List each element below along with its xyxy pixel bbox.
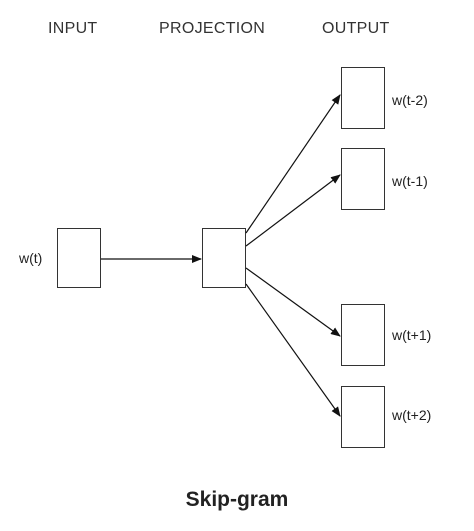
- output-box-t-minus-2: [341, 67, 385, 129]
- diagram-title: Skip-gram: [185, 488, 289, 511]
- output-box-t-plus-1: [341, 304, 385, 366]
- output-word-t-plus-1: w(t+1): [392, 327, 432, 343]
- arrow-projection-to-t-plus-2: [245, 283, 341, 417]
- arrow-projection-to-t-plus-1: [245, 267, 341, 337]
- output-box-t-minus-1: [341, 148, 385, 210]
- output-word-t-minus-2: w(t-2): [392, 92, 428, 108]
- output-word-t-plus-2: w(t+2): [392, 407, 432, 423]
- input-word-label: w(t): [19, 250, 43, 266]
- arrow-projection-to-t-minus-1: [245, 174, 341, 247]
- output-word-t-minus-1: w(t-1): [392, 173, 428, 189]
- output-box-t-plus-2: [341, 386, 385, 448]
- input-box: [57, 228, 101, 288]
- arrow-projection-to-t-minus-2: [245, 94, 341, 234]
- output-header: OUTPUT: [322, 20, 390, 37]
- projection-header: PROJECTION: [159, 20, 266, 37]
- input-header: INPUT: [48, 20, 98, 37]
- projection-box: [202, 228, 246, 288]
